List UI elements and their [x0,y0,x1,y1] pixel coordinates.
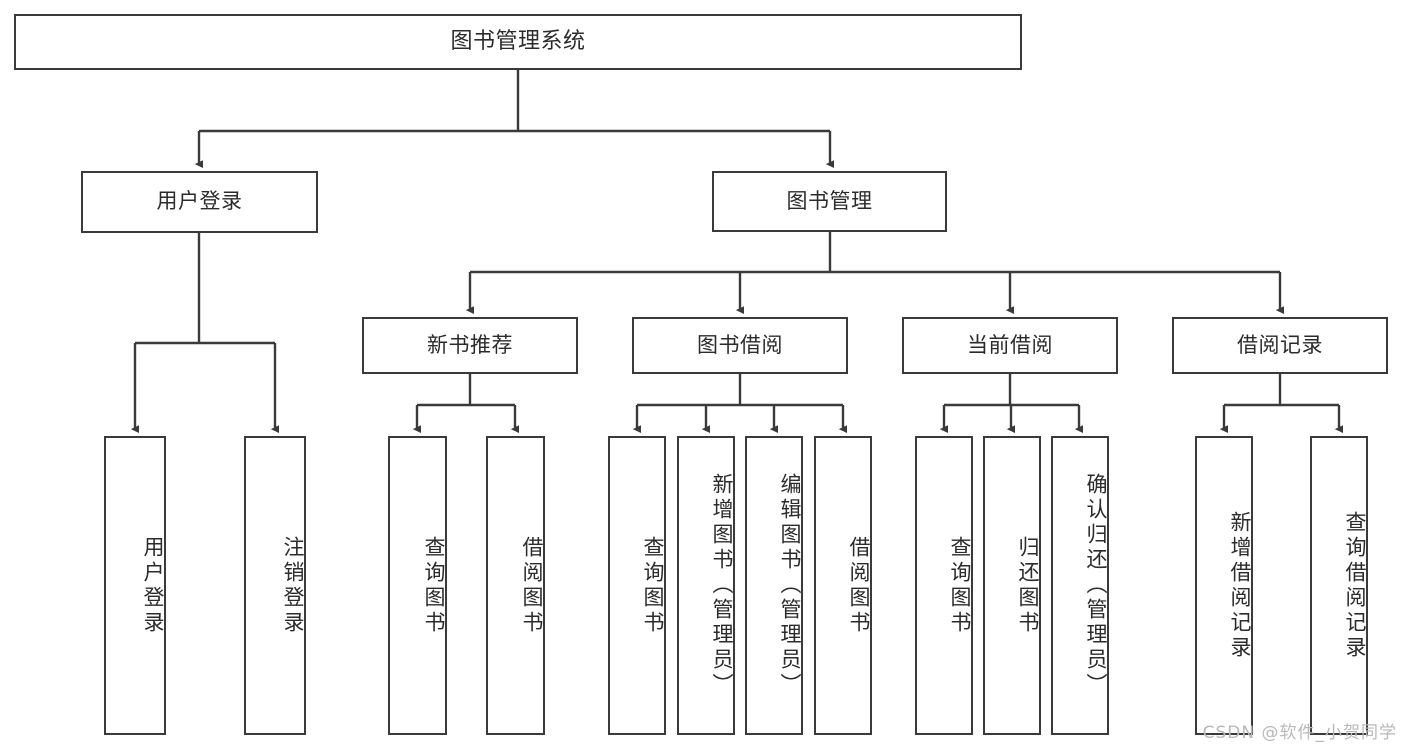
node-user-login[interactable]: 用户登录 [81,171,318,233]
leaf-borrow-add-book-admin[interactable]: 新增图书（管理员） [677,436,735,735]
leaf-user-login-login[interactable]: 用户登录 [104,436,166,735]
leaf-current-confirm-return-admin[interactable]: 确认归还（管理员） [1051,436,1109,735]
node-root-system[interactable]: 图书管理系统 [14,14,1022,70]
node-new-book-recommend[interactable]: 新书推荐 [362,317,578,374]
leaf-user-login-logout[interactable]: 注销登录 [244,436,306,735]
watermark-text: CSDN @软件_小贺同学 [1202,723,1397,743]
node-book-borrow[interactable]: 图书借阅 [632,317,848,374]
node-current-borrow[interactable]: 当前借阅 [902,317,1118,374]
leaf-recommend-borrow-book[interactable]: 借阅图书 [486,436,545,735]
leaf-record-add-record[interactable]: 新增借阅记录 [1195,436,1253,735]
leaf-borrow-edit-book-admin[interactable]: 编辑图书（管理员） [745,436,803,735]
node-borrow-record[interactable]: 借阅记录 [1172,317,1388,374]
node-book-management[interactable]: 图书管理 [712,171,947,232]
leaf-borrow-query-book[interactable]: 查询图书 [608,436,666,735]
leaf-current-query-book[interactable]: 查询图书 [915,436,973,735]
leaf-current-return-book[interactable]: 归还图书 [983,436,1041,735]
leaf-recommend-query-book[interactable]: 查询图书 [388,436,447,735]
leaf-record-query-record[interactable]: 查询借阅记录 [1310,436,1368,735]
leaf-borrow-borrow-book[interactable]: 借阅图书 [814,436,872,735]
